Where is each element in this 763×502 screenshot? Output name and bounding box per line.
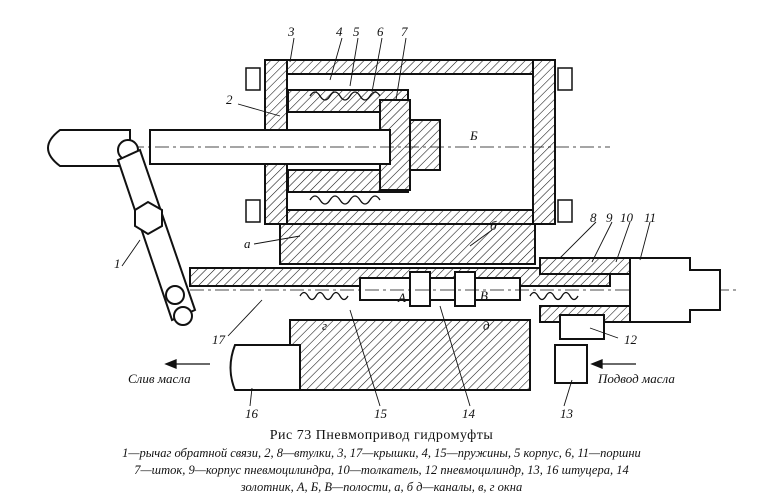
callout-8: 8 xyxy=(590,210,597,225)
fitting-13 xyxy=(554,344,588,384)
legend-line-2: 7—шток, 9—корпус пневмоцилиндра, 10—толк… xyxy=(134,463,629,477)
cylinder-12 xyxy=(559,314,605,340)
figure-title: Рис 73 Пневмопривод гидромуфты xyxy=(269,428,494,443)
handle-knob xyxy=(47,129,139,167)
callout-13: 13 xyxy=(560,406,574,421)
spool-14 xyxy=(359,271,521,307)
spring-15 xyxy=(299,291,579,301)
callout-3: 3 xyxy=(287,24,295,39)
channel-b: б xyxy=(490,218,497,233)
piston-6 xyxy=(379,99,441,191)
cylinder-housing xyxy=(264,59,556,225)
legend-line-1: 1—рычаг обратной связи, 2, 8—втулки, 3, … xyxy=(122,446,641,460)
callout-6: 6 xyxy=(377,24,384,39)
cavity-B-top: Б xyxy=(469,128,478,143)
supply-label: Подвод масла xyxy=(597,371,675,386)
cavity-V: В xyxy=(480,288,488,303)
callout-5: 5 xyxy=(353,24,360,39)
drain-arrow xyxy=(164,359,210,369)
drain-label: Слив масла xyxy=(128,371,191,386)
callout-15: 15 xyxy=(374,406,388,421)
callout-7: 7 xyxy=(401,24,408,39)
pneumatic-drive-drawing: 3 4 5 6 7 2 Б а б 1 8 9 10 11 А В г д 17… xyxy=(47,24,740,421)
fitting-11 xyxy=(629,257,721,323)
channel-a: а xyxy=(244,236,251,251)
callout-1: 1 xyxy=(114,256,121,271)
leader-lines xyxy=(121,37,651,407)
cavity-A: А xyxy=(397,290,406,305)
channel-d: д xyxy=(483,318,490,333)
window-g: г xyxy=(322,318,327,333)
fitting-16 xyxy=(229,344,301,391)
legend-line-3: золотник, А, Б, В—полости, а, б д—каналы… xyxy=(240,480,523,494)
callout-17: 17 xyxy=(212,332,226,347)
supply-arrow xyxy=(590,359,636,369)
callout-9: 9 xyxy=(606,210,613,225)
callout-2: 2 xyxy=(226,92,233,107)
callout-16: 16 xyxy=(245,406,259,421)
callout-10: 10 xyxy=(620,210,634,225)
callout-14: 14 xyxy=(462,406,476,421)
callout-4: 4 xyxy=(336,24,343,39)
housing-bolts xyxy=(245,67,573,223)
feedback-lever xyxy=(116,148,197,326)
callout-11: 11 xyxy=(644,210,656,225)
spring-4 xyxy=(309,91,381,205)
callout-12: 12 xyxy=(624,332,638,347)
